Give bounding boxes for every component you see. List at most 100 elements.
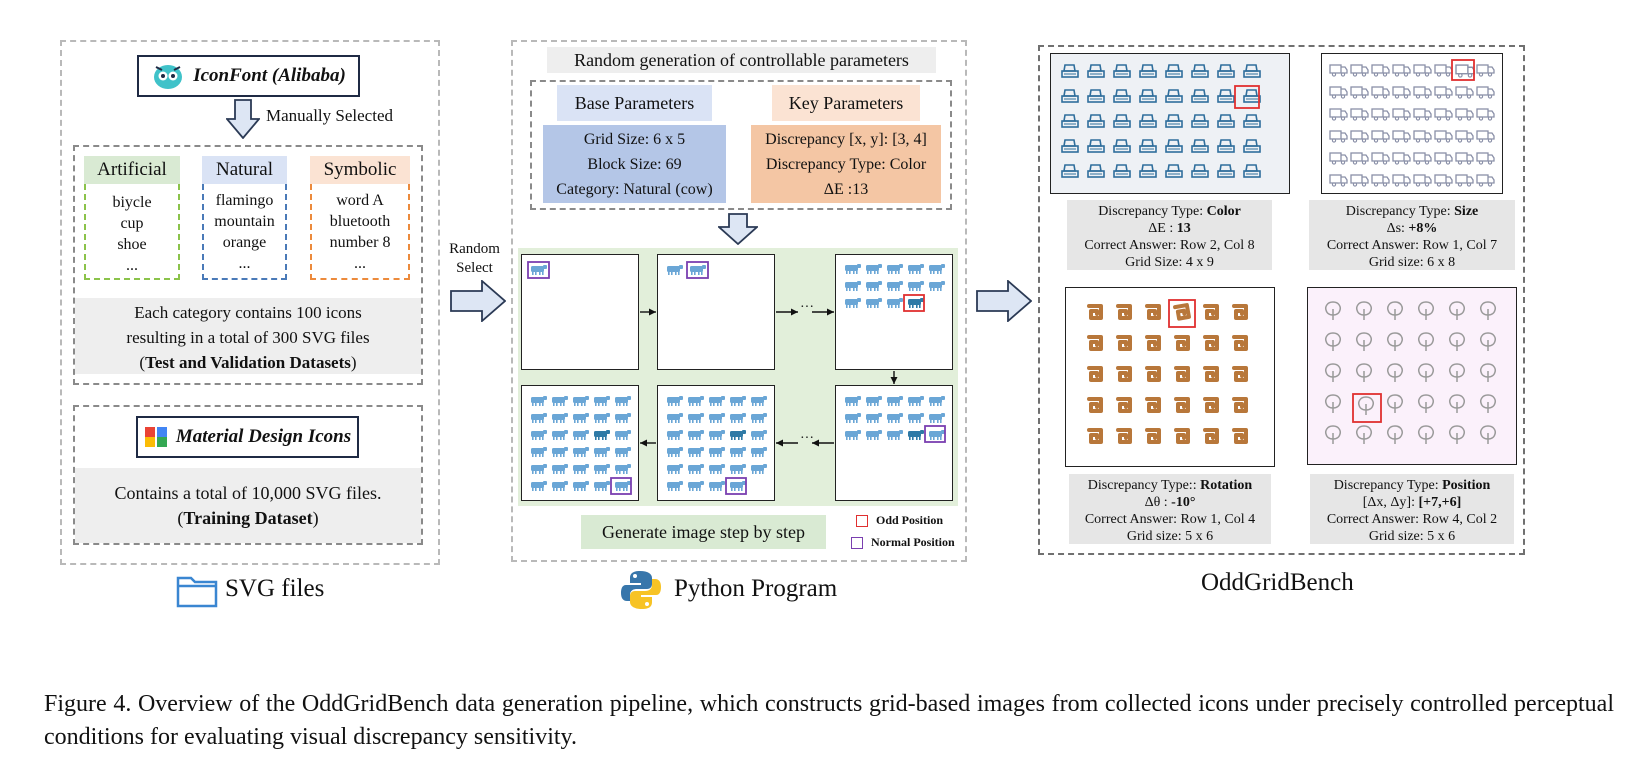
truck-icon bbox=[1434, 152, 1453, 165]
printer-icon bbox=[1087, 114, 1105, 128]
truck-icon bbox=[1413, 108, 1432, 121]
spiral-icon bbox=[1203, 304, 1219, 320]
caption-delta-bold: [+7,+6] bbox=[1418, 495, 1462, 510]
tree-icon bbox=[1387, 394, 1403, 413]
spiral-icon bbox=[1145, 304, 1161, 320]
cow-icon bbox=[866, 413, 882, 423]
truck-icon bbox=[1350, 152, 1369, 165]
category-artificial-header: Artificial bbox=[84, 156, 180, 184]
tree-icon bbox=[1480, 363, 1496, 382]
caption-delta-prefix: Δs: bbox=[1386, 221, 1409, 236]
cow-icon bbox=[688, 430, 704, 440]
spiral-icon bbox=[1174, 335, 1190, 351]
truck-icon bbox=[1392, 86, 1411, 99]
truck-icon bbox=[1329, 108, 1348, 121]
cow-icon bbox=[908, 430, 924, 440]
cow-icon bbox=[929, 413, 945, 423]
svg-files-panel bbox=[60, 40, 440, 565]
printer-icon bbox=[1061, 139, 1079, 153]
tree-icon bbox=[1449, 301, 1465, 320]
iconfont-logo-icon bbox=[154, 65, 183, 89]
cow-icon bbox=[615, 464, 631, 474]
printer-icon bbox=[1139, 89, 1157, 103]
cow-icon bbox=[615, 481, 631, 491]
tree-icon bbox=[1449, 363, 1465, 382]
cow-icon bbox=[573, 430, 589, 440]
params-box bbox=[530, 80, 952, 210]
cow-icon bbox=[887, 430, 903, 440]
truck-icon bbox=[1434, 64, 1453, 77]
printer-icon bbox=[1191, 164, 1209, 178]
python-program-title: Python Program bbox=[674, 575, 838, 602]
caption-type-bold: Color bbox=[1206, 204, 1241, 219]
list-item: biycle bbox=[112, 194, 152, 211]
printer-icon bbox=[1061, 114, 1079, 128]
cow-icon bbox=[573, 481, 589, 491]
caption-answer: Correct Answer: Row 2, Col 8 bbox=[1084, 238, 1255, 253]
material-design-logo-icon bbox=[144, 427, 167, 447]
cow-icon bbox=[845, 281, 861, 291]
cow-icon bbox=[845, 298, 861, 308]
caption-grid: Grid size: 5 x 6 bbox=[1368, 529, 1456, 544]
tree-icon bbox=[1325, 363, 1341, 382]
step-panel-2 bbox=[657, 254, 775, 370]
cow-icon bbox=[688, 447, 704, 457]
tree-icon bbox=[1480, 332, 1496, 351]
truck-icon bbox=[1392, 152, 1411, 165]
list-item: word A bbox=[336, 192, 384, 209]
list-item: ... bbox=[238, 255, 251, 272]
truck-icon bbox=[1329, 174, 1348, 187]
list-item: bluetooth bbox=[329, 213, 391, 230]
truck-icon bbox=[1455, 86, 1474, 99]
spiral-icon bbox=[1087, 335, 1103, 351]
truck-icon bbox=[1329, 130, 1348, 143]
caption-grid: Grid Size: 4 x 9 bbox=[1125, 255, 1214, 270]
cow-icon bbox=[688, 481, 704, 491]
note-line-2: resulting in a total of 300 SVG files bbox=[126, 328, 370, 347]
example-color-caption: Discrepancy Type: Color ΔE : 13 Correct … bbox=[1067, 200, 1272, 270]
cow-icon bbox=[845, 413, 861, 423]
caption-type-prefix: Discrepancy Type: bbox=[1098, 204, 1207, 219]
tree-icon bbox=[1387, 301, 1403, 320]
printer-icon bbox=[1217, 89, 1235, 103]
flow-arrow-head bbox=[791, 308, 798, 316]
legend-normal-label: Normal Position bbox=[871, 535, 955, 549]
params-header: Random generation of controllable parame… bbox=[547, 47, 936, 73]
printer-icon bbox=[1165, 139, 1183, 153]
cow-icon bbox=[887, 396, 903, 406]
caption-type: Discrepancy Type:: Rotation bbox=[1069, 477, 1271, 494]
cow-icon bbox=[866, 396, 882, 406]
caption-delta-bold: 13 bbox=[1176, 221, 1191, 236]
tree-icon bbox=[1356, 425, 1372, 444]
spiral-icon bbox=[1087, 397, 1103, 413]
truck-icon bbox=[1476, 130, 1495, 143]
caption-delta: Δθ : -10° bbox=[1069, 494, 1271, 511]
right-arrow-random bbox=[450, 280, 506, 322]
cow-icon bbox=[688, 413, 704, 423]
cow-icon bbox=[531, 413, 547, 423]
spiral-icon bbox=[1232, 366, 1248, 382]
tree-icon bbox=[1480, 425, 1496, 444]
cow-icon bbox=[615, 396, 631, 406]
tree-icon bbox=[1325, 394, 1341, 413]
printer-icon bbox=[1243, 114, 1261, 128]
cow-icon bbox=[615, 447, 631, 457]
cow-icon bbox=[709, 396, 725, 406]
truck-icon bbox=[1329, 64, 1348, 77]
cow-icon bbox=[594, 464, 610, 474]
truck-icon bbox=[1371, 108, 1390, 121]
truck-icon bbox=[1392, 108, 1411, 121]
note-bold: Test and Validation Datasets bbox=[145, 353, 351, 372]
generate-step-label: Generate image step by step bbox=[581, 515, 826, 549]
normal-position-box bbox=[610, 477, 632, 495]
caption-delta-prefix: Δθ : bbox=[1144, 495, 1172, 510]
cow-icon bbox=[709, 464, 725, 474]
tree-icon bbox=[1325, 332, 1341, 351]
normal-position-box bbox=[527, 261, 550, 279]
printer-icon bbox=[1139, 114, 1157, 128]
printer-icon bbox=[1191, 114, 1209, 128]
truck-icon bbox=[1455, 152, 1474, 165]
cow-icon bbox=[730, 481, 746, 491]
truck-icon bbox=[1392, 174, 1411, 187]
printer-icon bbox=[1243, 139, 1261, 153]
